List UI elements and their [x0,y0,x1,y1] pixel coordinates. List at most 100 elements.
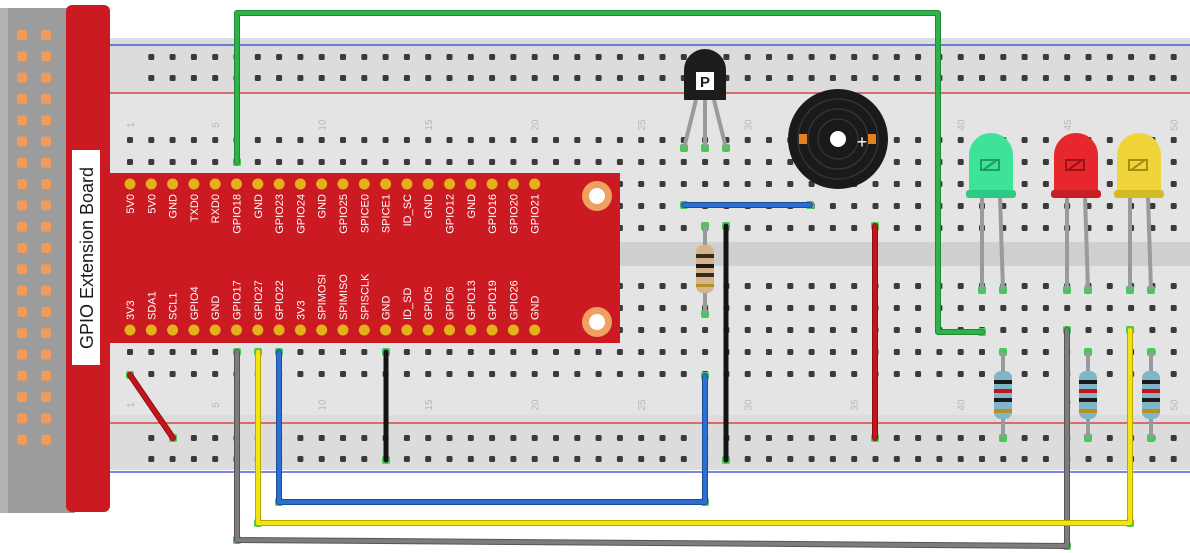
board-pin [316,178,328,190]
rail-hole [829,54,836,60]
breadboard-hole [318,349,325,355]
bottom-power-rail-area [108,415,1190,470]
rail-hole [1021,435,1028,441]
rail-hole [957,75,964,81]
breadboard-hole [893,305,900,311]
board-pin [273,178,285,190]
rail-hole [872,75,879,81]
breadboard-hole [957,283,964,289]
breadboard-hole [1149,203,1156,209]
breadboard-hole [574,371,581,377]
rail-hole [638,456,645,462]
breadboard-hole [616,371,623,377]
header-pin [17,200,27,211]
breadboard-hole [979,305,985,311]
column-number: 40 [957,399,968,411]
breadboard-hole [744,137,751,143]
header-pin [17,328,27,339]
breadboard-hole [808,283,815,289]
mount-hole-top-inner [589,188,605,204]
rail-hole [659,54,666,60]
breadboard-hole [893,371,900,377]
breadboard-hole [829,327,836,333]
breadboard-hole [1106,137,1113,143]
board-pin [465,178,477,190]
breadboard-hole [1085,305,1092,311]
board-pin [188,178,200,190]
wires [127,10,1133,549]
breadboard-hole [851,203,858,209]
breadboard-hole [1170,225,1177,231]
rail-hole [382,75,389,81]
board-pin [231,178,242,190]
ribbon-header-pins [17,30,51,445]
wire-red-power-core [128,373,175,440]
breadboard-hole [808,327,815,333]
breadboard-hole [361,349,368,355]
rail-hole [467,456,474,462]
breadboard-hole [446,137,453,143]
board-pin-label: GPIO12 [445,194,457,234]
breadboard-hole [297,371,304,377]
rail-hole [979,75,985,81]
breadboard-hole [957,181,964,187]
rail-hole [915,75,922,81]
header-pin [17,306,27,317]
board-pin [486,178,498,190]
breadboard-hole [616,159,623,165]
rail-hole [318,435,325,441]
rail-hole [510,54,517,60]
breadboard-hole [595,159,602,165]
breadboard-hole [297,349,304,355]
board-pin-label: ID_SC [402,194,414,226]
rail-hole [254,75,261,81]
breadboard-hole [851,283,858,289]
column-number: 1 [126,122,137,128]
header-pin [41,349,51,360]
header-pin [17,179,27,190]
column-number: 50 [1170,119,1181,131]
breadboard-hole [893,203,900,209]
breadboard-hole [595,371,602,377]
rail-hole [1149,75,1156,81]
rail-hole [340,54,346,60]
header-pin [41,72,51,83]
breadboard-hole [659,349,666,355]
board-pin-label: GPIO19 [487,280,499,320]
breadboard-hole [915,327,922,333]
breadboard-hole [616,137,623,143]
breadboard-hole [893,137,900,143]
breadboard-hole [808,371,815,377]
board-pin [401,178,413,190]
breadboard-hole [403,137,410,143]
rail-hole [1021,75,1028,81]
breadboard-hole [702,327,709,333]
breadboard-hole [510,137,517,143]
rail-hole [766,75,772,81]
board-pin-label: GND [210,296,222,321]
buzzer-ring-1 [797,98,879,180]
resistor-base [696,226,714,314]
board-pin-label: GPIO17 [232,280,244,320]
rail-hole [1000,54,1007,60]
board-pin [444,324,455,336]
breadboard-hole [127,159,133,165]
rail-hole [638,54,645,60]
resistor-base-band-4 [696,284,714,287]
breadboard-hole [659,225,666,231]
breadboard-hole [297,159,304,165]
breadboard-hole [1106,349,1113,355]
breadboard-hole [148,137,155,143]
breadboard-hole [808,181,815,187]
breadboard-hole [1106,225,1113,231]
board-pin-label: 3V3 [125,300,137,320]
board-pin [167,178,179,190]
breadboard-hole [787,159,794,165]
breadboard-hole [851,305,858,311]
breadboard-hole [638,371,645,377]
breadboard-hole [766,159,772,165]
rail-hole [446,54,453,60]
breadboard-hole [340,349,346,355]
rail-hole [680,435,687,441]
